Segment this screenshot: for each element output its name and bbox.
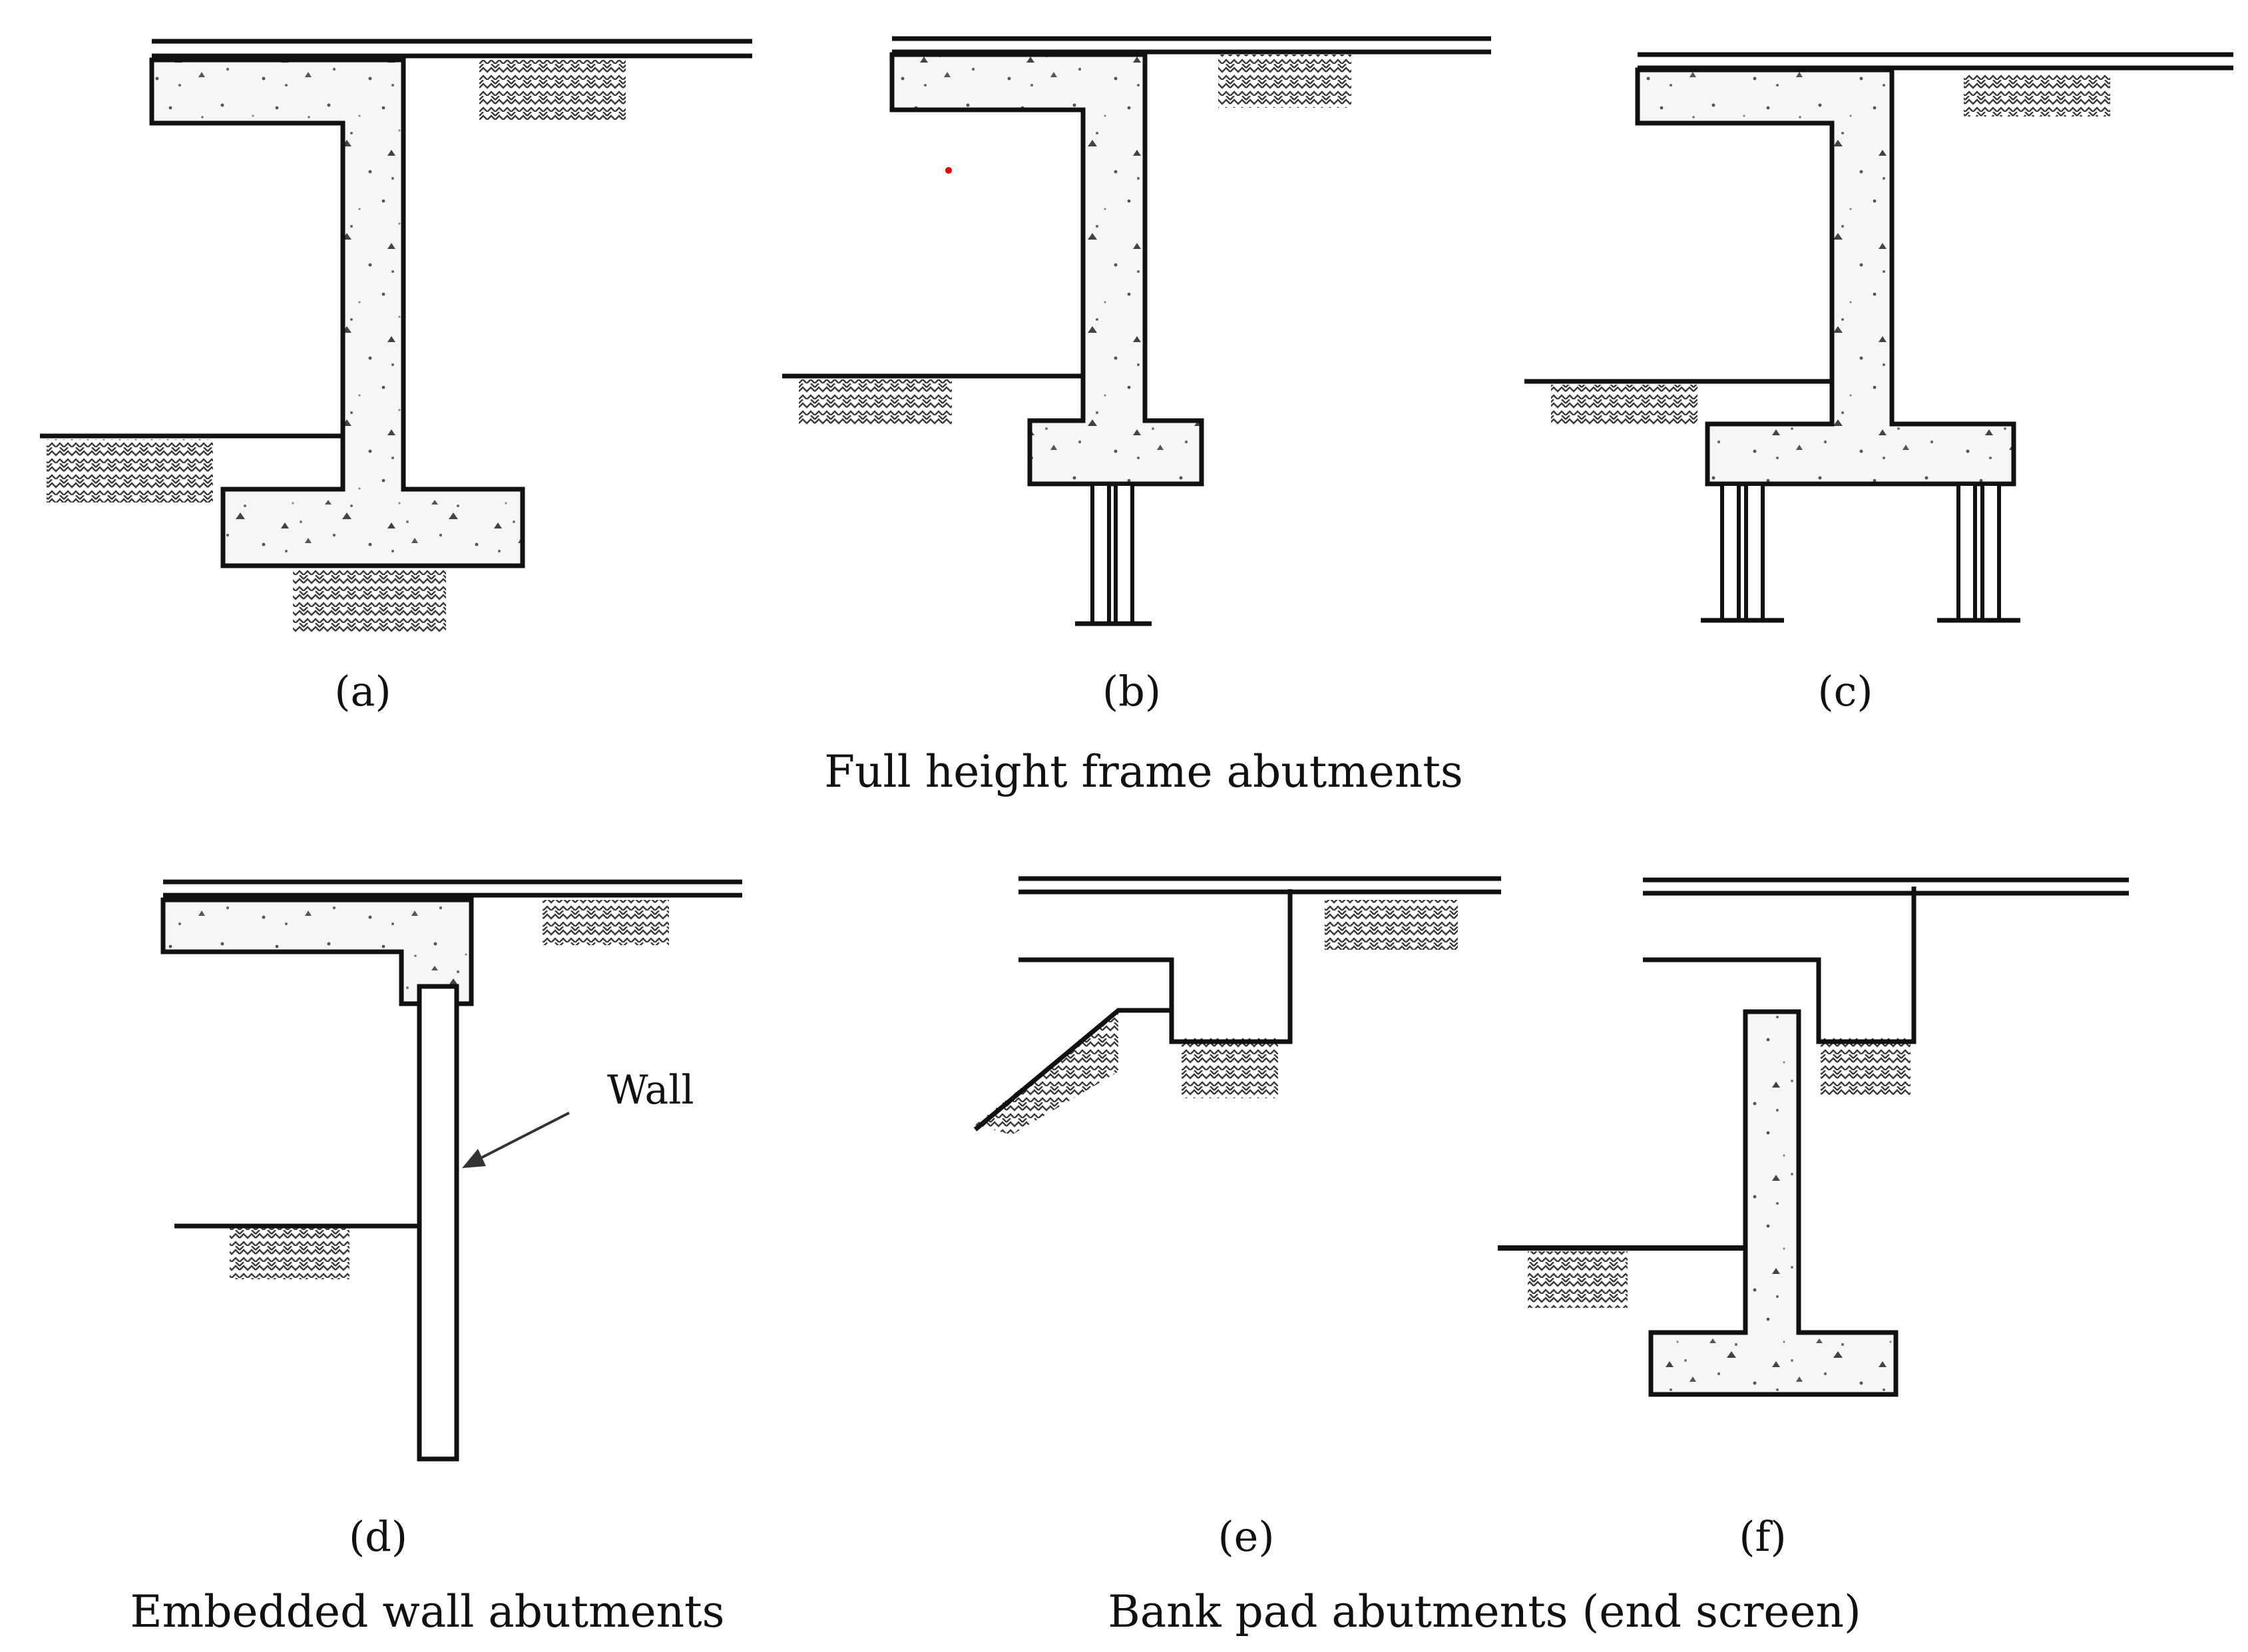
panel-c-pile-right-b [1980, 482, 2001, 622]
panel-d-concrete-deck [160, 897, 474, 1006]
panel-b-pile-left [1090, 482, 1111, 626]
panel-e-drawing [973, 876, 1501, 1135]
panel-f-concrete-wall [1648, 1009, 1899, 1397]
panel-f-deck-outline [1643, 887, 1916, 1044]
panel-d-label: (d) [349, 1512, 407, 1561]
panel-e-seat-outline [1169, 889, 1293, 1044]
group-title-full-height: Full height frame abutments [824, 746, 1463, 797]
panel-b-drawing [782, 36, 1491, 626]
panel-b-soil-backfill [1218, 55, 1351, 108]
panel-a-soil-front [47, 439, 213, 503]
panel-e-deck-outline [973, 957, 1174, 1132]
panel-f-drawing [1498, 877, 2129, 1397]
group-title-embedded: Embedded wall abutments [130, 1586, 724, 1637]
panel-d-soil-backfill [543, 900, 669, 945]
panel-e-soil-backfill [1325, 900, 1458, 950]
panel-e-label: (e) [1218, 1512, 1274, 1561]
panel-c-pile-left-b [1744, 482, 1765, 622]
panel-a-concrete-frame [149, 57, 525, 568]
panel-a-label: (a) [334, 667, 391, 716]
panel-e-soil-seat [1182, 1038, 1278, 1098]
panel-b-soil-front [799, 379, 952, 426]
panel-c-concrete-frame [1635, 67, 2016, 487]
panel-b-red-marker [945, 167, 952, 174]
panel-d-soil-front [230, 1226, 349, 1279]
panel-a-soil-base [293, 566, 446, 632]
panel-d-wall-arrow-line [480, 1112, 570, 1159]
group-title-bank-pad: Bank pad abutments (end screen) [1108, 1586, 1861, 1637]
panel-b-pile-right [1114, 482, 1134, 626]
panel-f-soil-front [1528, 1251, 1628, 1308]
panel-c-label: (c) [1817, 667, 1873, 716]
panel-d-wall[interactable] [417, 984, 459, 1462]
panel-d-drawing [160, 879, 742, 1462]
panel-c-pile-right-a [1956, 482, 1977, 622]
panel-c-drawing [1524, 52, 2233, 623]
panel-c-soil-front [1551, 385, 1697, 426]
panel-c-soil-backfill [1964, 73, 2110, 116]
panel-b-label: (b) [1102, 667, 1161, 716]
panel-a-soil-backfill [479, 60, 626, 120]
panel-d-wall-arrow-head [462, 1149, 486, 1168]
panel-f-soil-seat [1821, 1038, 1911, 1095]
panel-b-concrete-frame [889, 52, 1204, 487]
panel-a-drawing [40, 39, 752, 632]
panel-f-label: (f) [1739, 1512, 1786, 1561]
wall-callout-label: Wall [607, 1067, 694, 1114]
panel-c-pile-left-a [1720, 482, 1741, 622]
